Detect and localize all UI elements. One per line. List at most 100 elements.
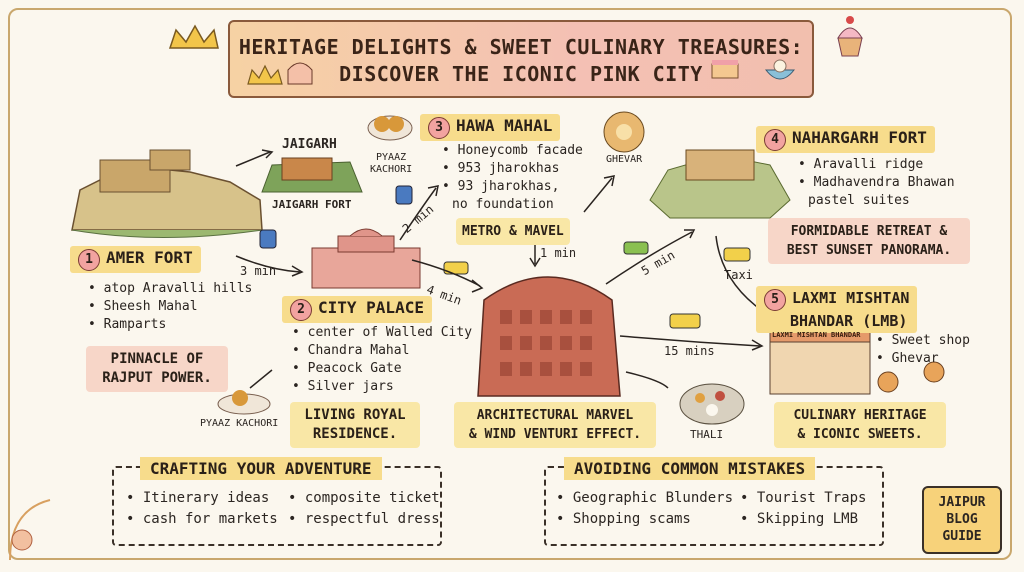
mandala-icon (9, 499, 51, 561)
mistake-item: • Geographic Blunders (556, 490, 734, 506)
stop-number-5: 5 (764, 289, 786, 311)
amer-fort-bullets: atop Aravalli hills Sheesh Mahal Rampart… (88, 280, 253, 334)
thali-label: THALI (690, 428, 724, 441)
cupcake-icon (837, 16, 863, 57)
stop-number-2: 2 (290, 299, 312, 321)
adventure-col-1: • Itinerary ideas • cash for markets (126, 488, 278, 530)
lmb-summary-line-1: CULINARY HERITAGE (793, 408, 927, 423)
pyaaz-line-2: KACHORI (370, 164, 413, 175)
hawa-bullet: 93 jharokhas, (442, 178, 583, 196)
city-palace-title: CITY PALACE (318, 298, 424, 317)
city-palace-bullets: center of Walled City Chandra Mahal Peac… (292, 324, 472, 396)
mistakes-col-1: • Geographic Blunders • Shopping scams (556, 488, 733, 530)
bowl-icon (764, 59, 796, 80)
palace-icon (287, 62, 313, 85)
cake-icon (711, 60, 739, 79)
badge-line-1: JAIPUR (938, 495, 986, 510)
pyaaz-kachori-icon (367, 115, 413, 141)
amer-fort-summary: PINNACLE OF RAJPUT POWER. (86, 346, 228, 392)
metro-icon (259, 229, 277, 249)
amer-summary-line-2: RAJPUT POWER. (102, 370, 212, 386)
metro-icon (395, 185, 413, 205)
travel-metro-hawa: 1 min (540, 246, 577, 260)
adventure-item: • respectful dress (288, 511, 440, 527)
nahargarh-bullet-cont: pastel suites (808, 193, 910, 208)
mistake-item: • Tourist Traps (740, 490, 867, 506)
nahargarh-summary-line-2: BEST SUNSET PANORAMA. (786, 243, 952, 258)
mistake-item: • Shopping scams (556, 511, 691, 527)
adventure-item: • composite ticket (288, 490, 440, 506)
hawa-summary-line-2: & WIND VENTURI EFFECT. (468, 427, 642, 442)
mistakes-col-2: • Tourist Traps • Skipping LMB (740, 488, 866, 530)
city-palace-summary-line-2: RESIDENCE. (312, 426, 398, 442)
city-palace-bullet: center of Walled City (292, 324, 472, 342)
hawa-mahal-summary: ARCHITECTURAL MARVEL & WIND VENTURI EFFE… (454, 402, 656, 448)
mistake-item: • Skipping LMB (740, 511, 859, 527)
title-line-1: HERITAGE DELIGHTS & SWEET CULINARY TREAS… (238, 35, 804, 59)
nahargarh-fort-illustration (649, 149, 791, 219)
nahargarh-bullets: Aravalli ridge Madhavendra Bhawan pastel… (798, 156, 955, 210)
stop-number-3: 3 (428, 117, 450, 139)
lmb-bullet: Sweet shop (876, 332, 970, 350)
crown-icon (168, 24, 219, 49)
nahargarh-bullet: Madhavendra Bhawan (798, 174, 955, 192)
adventure-item: • Itinerary ideas (126, 490, 270, 506)
lmb-summary: CULINARY HERITAGE & ICONIC SWEETS. (774, 402, 946, 448)
amer-fort-heading: 1 AMER FORT (70, 246, 201, 273)
lmb-heading: 5 LAXMI MISHTAN BHANDAR (LMB) (756, 286, 918, 333)
adventure-col-2: • composite ticket • respectful dress (288, 488, 440, 530)
adventure-item: • cash for markets (126, 511, 278, 527)
hawa-mahal-bullets: Honeycomb facade 953 jharokhas 93 jharok… (442, 142, 583, 214)
city-palace-bullet: Peacock Gate (292, 360, 472, 378)
car-icon (443, 261, 469, 275)
hawa-bullet: Honeycomb facade (442, 142, 583, 160)
amer-bullet: atop Aravalli hills (88, 280, 253, 298)
pyaaz-kachori-label-top: PYAAZ KACHORI (370, 152, 412, 176)
thali-icon (679, 383, 745, 425)
amer-summary-line-1: PINNACLE OF (110, 351, 204, 367)
badge-line-2: BLOG (946, 512, 978, 527)
ghevar-icon (603, 111, 645, 153)
ghevar-label: GHEVAR (606, 154, 643, 165)
lmb-bullets: Sweet shop Ghevar (876, 332, 970, 368)
stop-number-4: 4 (764, 129, 786, 151)
pyaaz-kachori-icon (217, 390, 271, 415)
page-frame (8, 8, 1012, 560)
amer-bullet: Ramparts (88, 316, 252, 334)
car-icon (623, 241, 649, 255)
badge-line-3: GUIDE (942, 529, 982, 544)
amer-fort-illustration (71, 149, 263, 238)
travel-hawa-lmb: 15 mins (664, 344, 715, 358)
nahargarh-bullet: Aravalli ridge (798, 156, 955, 174)
pyaaz-line-1: PYAAZ (376, 152, 407, 163)
hawa-summary-line-1: ARCHITECTURAL MARVEL (476, 408, 634, 423)
lmb-bullet: Ghevar (876, 350, 970, 368)
nahargarh-summary: FORMIDABLE RETREAT & BEST SUNSET PANORAM… (768, 218, 970, 264)
amer-fort-title: AMER FORT (106, 248, 193, 267)
city-palace-bullet: Chandra Mahal (292, 342, 472, 360)
hawa-mahal-heading: 3 HAWA MAHAL (420, 114, 561, 141)
hawa-bullet-cont: no foundation (452, 197, 554, 212)
taxi-icon (669, 313, 701, 329)
city-palace-bullet: Silver jars (292, 378, 472, 396)
crown-icon (247, 64, 283, 85)
city-palace-summary: LIVING ROYAL RESIDENCE. (290, 402, 420, 448)
jaigarh-label: JAIGARH (282, 137, 337, 152)
taxi-label: Taxi (724, 268, 753, 282)
hawa-mahal-title: HAWA MAHAL (456, 116, 553, 135)
title-line-2: DISCOVER THE ICONIC PINK CITY (339, 62, 703, 86)
jaigarh-fort-illustration (261, 157, 363, 193)
taxi-icon (723, 247, 751, 262)
hawa-mahal-illustration (477, 276, 621, 397)
lmb-title-2: BHANDAR (LMB) (790, 312, 908, 330)
stop-number-1: 1 (78, 249, 100, 271)
lmb-title-1: LAXMI MISHTAN (792, 289, 910, 307)
lmb-shop-sign: LAXMI MISHTAN BHANDAR (772, 331, 861, 339)
amer-bullet: Sheesh Mahal (88, 298, 252, 316)
travel-amer-city: 3 min (240, 264, 277, 278)
mistakes-title: AVOIDING COMMON MISTAKES (564, 457, 816, 480)
jaipur-blog-guide-badge: JAIPUR BLOG GUIDE (922, 486, 1002, 554)
nahargarh-summary-line-1: FORMIDABLE RETREAT & (790, 224, 948, 239)
hawa-bullet: 953 jharokhas (442, 160, 583, 178)
